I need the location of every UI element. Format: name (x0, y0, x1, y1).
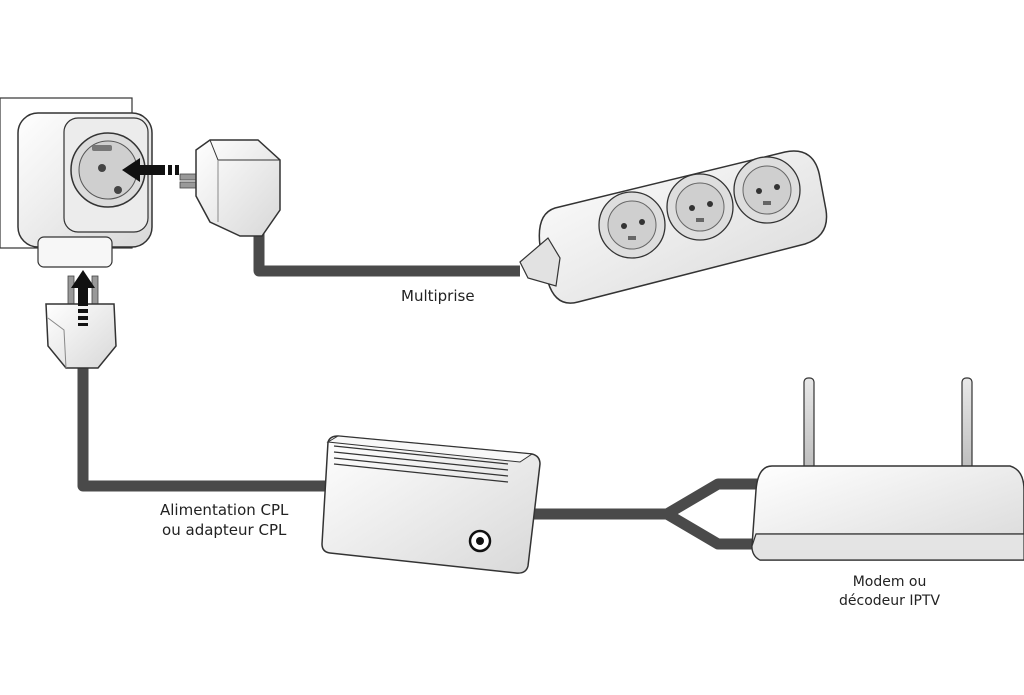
label-multiprise: Multiprise (401, 287, 475, 305)
strip-socket-2 (666, 173, 734, 241)
label-alimentation-line2: ou adapteur CPL (162, 521, 287, 539)
plug-bottom (45, 270, 117, 369)
wall-socket-adapter (0, 97, 179, 268)
cable-multiprise (253, 232, 520, 277)
vent-lines (333, 445, 509, 483)
label-modem-line2: décodeur IPTV (839, 593, 941, 609)
label-alimentation-line1: Alimentation CPL (160, 501, 289, 519)
strip-socket-1 (598, 191, 666, 259)
antenna-left (803, 377, 815, 471)
modem (751, 377, 1024, 561)
cable-cpl-modem (520, 478, 760, 550)
cable-cpl-power (77, 366, 330, 492)
plug-top (179, 139, 281, 237)
up-arrow-icon (71, 270, 95, 326)
label-alimentation-cpl: Alimentation CPL ou adapteur CPL (160, 500, 288, 540)
cables (77, 232, 760, 550)
cpl-adapter (321, 435, 541, 574)
antenna-right (961, 377, 973, 471)
power-strip (519, 150, 828, 304)
label-modem-line1: Modem ou (852, 574, 927, 590)
strip-socket-3 (733, 156, 801, 224)
label-modem: Modem ou décodeur IPTV (839, 573, 940, 611)
insert-arrow-icon (122, 158, 179, 182)
